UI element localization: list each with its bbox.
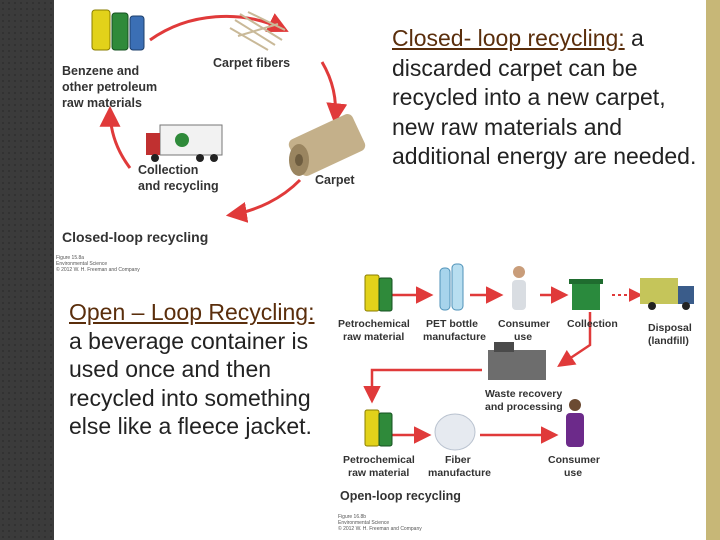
arrow-collection-to-waste: [557, 312, 592, 367]
label-disposal: Disposal(landfill): [648, 322, 692, 347]
label-petro2-line2: raw material: [348, 467, 409, 479]
cycle-arrow-2: [320, 61, 348, 125]
label-pet-line1: PET bottle: [426, 318, 478, 330]
label-petro1-line2: raw material: [343, 331, 404, 343]
label-collection: Collection and recycling: [138, 163, 219, 193]
open-loop-description: Open – Loop Recycling: a beverage contai…: [69, 298, 329, 441]
open-credit-line2: Environmental Science: [338, 520, 389, 526]
closed-credit-line1: Figure 15.8a: [56, 255, 84, 261]
closed-loop-description: Closed- loop recycling: a discarded carp…: [392, 24, 712, 172]
label-waste-line2: and processing: [485, 401, 563, 413]
label-consumer2-line1: Consumer: [548, 454, 600, 466]
label-collection-line1: Collection: [138, 163, 198, 177]
label-pet-line2: manufacture: [423, 331, 486, 343]
carpet-roll-icon: [288, 114, 366, 176]
label-raw-line3: raw materials: [62, 96, 142, 110]
person-drinking-icon: [512, 266, 526, 310]
label-waste-line1: Waste recovery: [485, 388, 562, 400]
open-figure-title: Open-loop recycling: [340, 489, 461, 503]
left-decor-strip: [0, 0, 54, 540]
label-consumer2-line2: use: [564, 467, 582, 479]
open-loop-heading: Open – Loop Recycling:: [69, 299, 315, 325]
label-collection-open: Collection: [567, 318, 618, 330]
closed-credit-line3: © 2012 W. H. Freeman and Company: [56, 266, 140, 273]
closed-figure-credit: Figure 15.8a Environmental Science © 201…: [56, 255, 140, 273]
carpet-fibers-icon: [229, 11, 286, 51]
cycle-arrow-1: [149, 13, 289, 42]
closed-credit-line2: Environmental Science: [56, 261, 107, 267]
barrels-1-icon: [364, 274, 393, 312]
label-disposal-line1: Disposal: [648, 322, 692, 334]
barrel-group-icon: [91, 9, 145, 51]
label-consumer1-line1: Consumer: [498, 318, 550, 330]
left-strip-pattern: [0, 0, 54, 540]
arrow-waste-to-fiber: [363, 368, 482, 404]
label-petro1-line1: Petrochemical: [338, 318, 410, 330]
recycling-bin-icon: [569, 279, 603, 310]
open-loop-body: a beverage container is used once and th…: [69, 327, 312, 440]
closed-loop-heading: Closed- loop recycling:: [392, 25, 625, 51]
label-carpet-fibers: Carpet fibers: [213, 56, 290, 70]
cycle-arrow-4: [99, 105, 132, 169]
closed-figure-title: Closed-loop recycling: [62, 229, 208, 245]
open-figure-credit: Figure 16.8b Environmental Science © 201…: [338, 514, 422, 532]
pet-bottles-icon: [439, 263, 464, 311]
open-credit-line1: Figure 16.8b: [338, 514, 366, 520]
fiber-fluff-icon: [434, 413, 476, 451]
recycling-machine-icon: [488, 342, 546, 380]
right-decor-strip: [706, 0, 720, 540]
label-carpet: Carpet: [315, 173, 355, 187]
open-credit-line3: © 2012 W. H. Freeman and Company: [338, 525, 422, 532]
closed-loop-body: a discarded carpet can be recycled into …: [392, 25, 697, 169]
label-fiber-line2: manufacture: [428, 467, 491, 479]
label-raw-line1: Benzene and: [62, 64, 139, 78]
label-disposal-line2: (landfill): [648, 335, 689, 347]
label-petro2-line1: Petrochemical: [343, 454, 415, 466]
cycle-arrow-3: [225, 178, 302, 223]
label-raw-materials: Benzene and other petroleum raw material…: [62, 64, 161, 110]
label-collection-line2: and recycling: [138, 179, 219, 193]
truck-icon: [146, 124, 223, 162]
barrels-2-icon: [364, 409, 393, 447]
label-raw-line2: other petroleum: [62, 80, 157, 94]
garbage-truck-icon: [640, 278, 694, 310]
label-fiber-line1: Fiber: [445, 454, 471, 466]
label-consumer1-line2: use: [514, 331, 532, 343]
fleece-person-icon: [566, 399, 584, 447]
